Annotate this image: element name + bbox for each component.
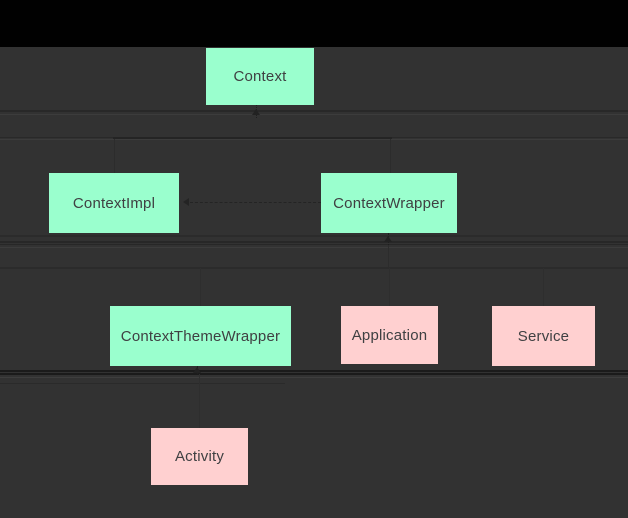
edge-contextthemewrapper-drop [200, 268, 201, 306]
node-contextimpl: ContextImpl [49, 173, 179, 233]
arrowhead-up-icon [193, 367, 201, 373]
node-contextwrapper: ContextWrapper [321, 173, 457, 233]
edge-row2-horizontal [0, 241, 628, 243]
node-service-label: Service [517, 327, 570, 345]
node-context: Context [206, 48, 314, 105]
edge-contextwrapper-mid [388, 245, 389, 267]
arrowhead-up-icon [252, 109, 260, 115]
groove-line [0, 247, 628, 248]
node-activity: Activity [151, 428, 248, 485]
groove-line [0, 235, 628, 237]
edge-row1-horizontal [113, 137, 392, 139]
node-activity-label: Activity [174, 448, 225, 465]
edge-wrapper-to-impl-dashed [190, 202, 321, 203]
edge-row4-horizontal [0, 373, 628, 375]
node-contextthemewrapper: ContextThemeWrapper [110, 306, 291, 366]
node-service: Service [492, 306, 595, 366]
groove-line [0, 244, 628, 245]
node-contextimpl-label: ContextImpl [72, 194, 156, 212]
groove-line [0, 383, 285, 384]
edge-application-drop [389, 268, 390, 306]
groove-line [0, 377, 628, 378]
node-contextthemewrapper-label: ContextThemeWrapper [120, 327, 281, 345]
edge-row3-horizontal [0, 267, 628, 269]
groove-line [0, 114, 628, 115]
node-application: Application [341, 306, 438, 364]
arrowhead-left-icon [183, 198, 189, 206]
node-context-label: Context [233, 68, 287, 85]
edge-contextimpl-drop [114, 139, 115, 173]
groove-line [0, 139, 628, 140]
edge-row4-horizontal [0, 370, 628, 372]
arrowhead-up-icon [384, 236, 392, 242]
edge-activity-drop [199, 374, 200, 428]
top-black-bar [0, 0, 628, 47]
node-application-label: Application [351, 326, 428, 344]
edge-service-drop [543, 268, 544, 306]
groove-line [0, 110, 628, 112]
node-contextwrapper-label: ContextWrapper [333, 194, 445, 212]
edge-contextwrapper-drop [390, 139, 391, 173]
